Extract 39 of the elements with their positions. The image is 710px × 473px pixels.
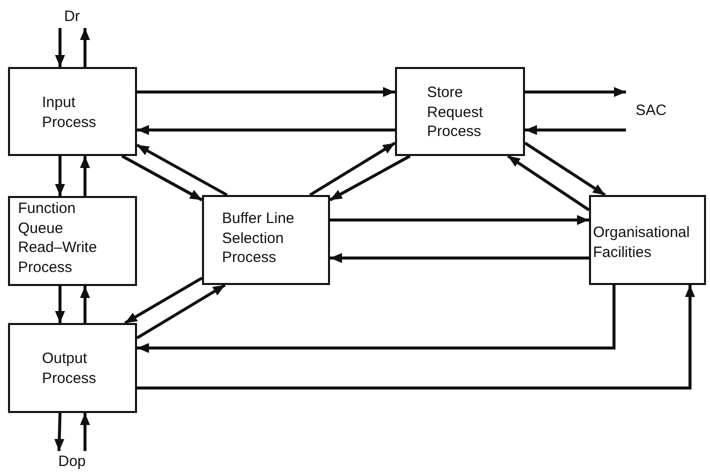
process-box bbox=[202, 195, 330, 285]
arrow bbox=[136, 284, 226, 340]
signal-label: Dr bbox=[56, 6, 88, 28]
arrow bbox=[137, 285, 695, 390]
process-label: Organisational Facilities bbox=[593, 223, 691, 262]
process-label: Store Request Process bbox=[427, 83, 484, 142]
process-label: Input Process bbox=[42, 93, 98, 132]
process-label: Buffer Line Selection Process bbox=[222, 209, 296, 268]
arrow bbox=[309, 142, 396, 196]
arrow bbox=[55, 28, 65, 67]
arrow bbox=[507, 154, 590, 212]
arrow bbox=[524, 142, 606, 196]
process-label: Function Queue Read–Write Process bbox=[18, 199, 98, 277]
arrow bbox=[54, 412, 64, 452]
arrow bbox=[330, 253, 589, 263]
arrow bbox=[525, 87, 626, 97]
arrow bbox=[80, 28, 90, 67]
process-box bbox=[395, 67, 525, 156]
arrow bbox=[55, 156, 65, 196]
process-box bbox=[589, 195, 706, 285]
process-label: Output Process bbox=[42, 349, 98, 388]
signal-label: SAC bbox=[626, 86, 676, 136]
arrow bbox=[80, 156, 90, 196]
process-box bbox=[8, 196, 137, 286]
arrow bbox=[55, 286, 65, 323]
arrow bbox=[137, 125, 395, 135]
arrow bbox=[136, 144, 228, 196]
signal-label: Dop bbox=[52, 451, 92, 472]
arrow bbox=[525, 125, 626, 135]
arrow bbox=[137, 87, 395, 97]
arrow bbox=[80, 286, 90, 323]
process-box bbox=[8, 67, 137, 156]
arrow bbox=[121, 154, 203, 202]
arrow bbox=[124, 276, 203, 324]
process-box bbox=[8, 323, 137, 413]
arrow bbox=[330, 215, 589, 225]
arrow bbox=[137, 285, 616, 353]
arrow bbox=[80, 413, 90, 451]
arrow bbox=[329, 154, 411, 202]
